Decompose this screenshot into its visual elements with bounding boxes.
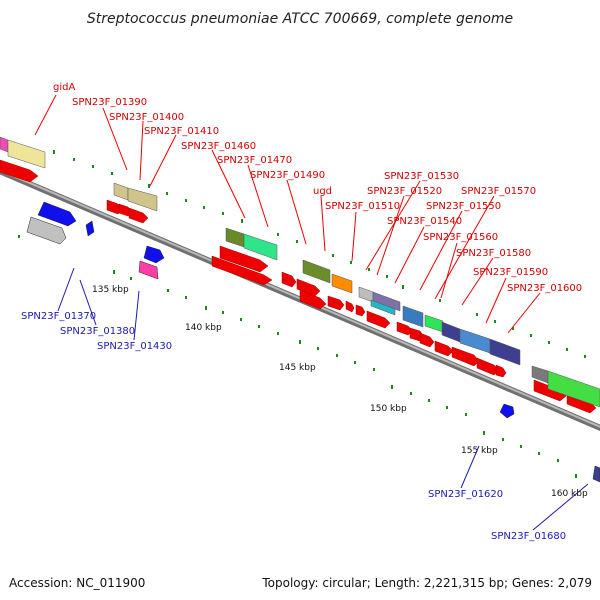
gene-label-spn23f-01370: SPN23F_01370 — [21, 311, 96, 322]
gene-label-spn23f-01410: SPN23F_01410 — [144, 126, 219, 137]
reverse-strand-genes — [26, 201, 600, 483]
gene-label-spn23f-01590: SPN23F_01590 — [473, 267, 548, 278]
reverse-gene-labels: SPN23F_01370 SPN23F_01380 SPN23F_01430 S… — [21, 311, 566, 542]
gene-label-spn23f-01580: SPN23F_01580 — [456, 248, 531, 259]
accession-text: Accession: NC_011900 — [9, 576, 145, 590]
forward-label-leaders — [34, 94, 541, 334]
scale-label-160: 160 kbp — [551, 489, 588, 499]
gene-label-spn23f-01510: SPN23F_01510 — [325, 201, 400, 212]
gene-label-spn23f-01390: SPN23F_01390 — [72, 97, 147, 108]
scale-label-135: 135 kbp — [92, 285, 129, 295]
gene-label-gidA: gidA — [53, 82, 75, 93]
tick-marks — [18, 150, 586, 478]
gene-label-ugd: ugd — [313, 186, 332, 197]
gene-label-spn23f-01550: SPN23F_01550 — [426, 201, 501, 212]
gene-label-spn23f-01520: SPN23F_01520 — [367, 186, 442, 197]
genome-summary-text: Topology: circular; Length: 2,221,315 bp… — [261, 576, 592, 590]
feature-blocks — [0, 136, 600, 408]
gene-label-spn23f-01540: SPN23F_01540 — [387, 216, 462, 227]
gene-label-spn23f-01680: SPN23F_01680 — [491, 531, 566, 542]
gene-label-spn23f-01400: SPN23F_01400 — [109, 112, 184, 123]
reverse-label-leaders — [57, 267, 589, 531]
gene-label-spn23f-01430: SPN23F_01430 — [97, 341, 172, 352]
scale-labels: 135 kbp 140 kbp 145 kbp 150 kbp 155 kbp … — [92, 285, 588, 499]
gene-label-spn23f-01530: SPN23F_01530 — [384, 171, 459, 182]
map-title: Streptococcus pneumoniae ATCC 700669, co… — [87, 11, 513, 27]
gene-label-spn23f-01620: SPN23F_01620 — [428, 489, 503, 500]
gene-label-spn23f-01490: SPN23F_01490 — [250, 170, 325, 181]
gene-label-spn23f-01460: SPN23F_01460 — [181, 141, 256, 152]
gene-label-spn23f-01380: SPN23F_01380 — [60, 326, 135, 337]
gene-label-spn23f-01560: SPN23F_01560 — [423, 232, 498, 243]
scale-label-150: 150 kbp — [370, 404, 407, 414]
scale-label-155: 155 kbp — [461, 446, 498, 456]
scale-label-145: 145 kbp — [279, 363, 316, 373]
forward-strand-genes — [0, 159, 597, 414]
gene-label-spn23f-01470: SPN23F_01470 — [217, 155, 292, 166]
gene-label-spn23f-01600: SPN23F_01600 — [507, 283, 582, 294]
forward-gene-labels: gidA SPN23F_01390 SPN23F_01400 SPN23F_01… — [53, 82, 582, 294]
scale-label-140: 140 kbp — [185, 323, 222, 333]
gene-label-spn23f-01570: SPN23F_01570 — [461, 186, 536, 197]
